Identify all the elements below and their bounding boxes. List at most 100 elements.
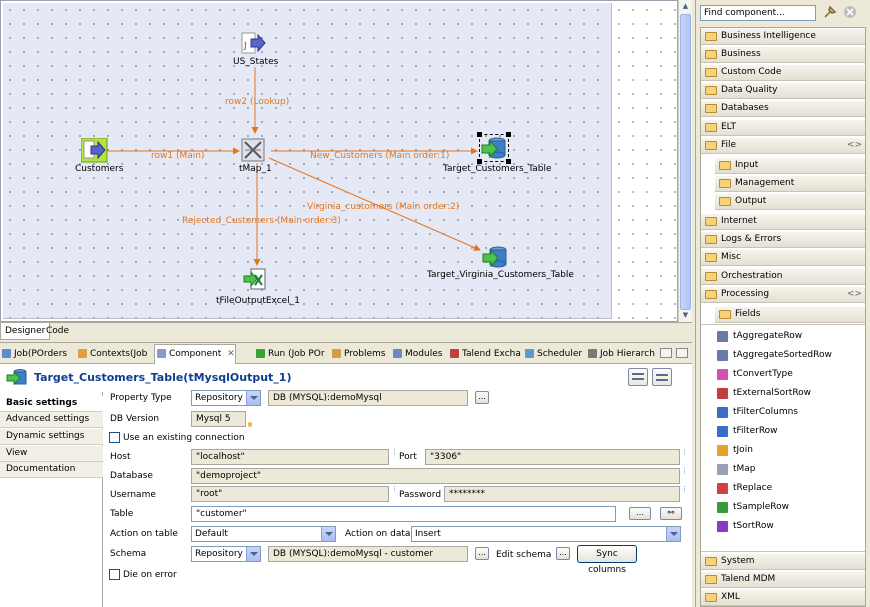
component-taggregatesortedrow[interactable]: tAggregateSortedRow: [717, 346, 832, 365]
nav-advanced-settings[interactable]: Advanced settings: [0, 412, 103, 428]
selection-handle[interactable]: [477, 132, 482, 137]
port-field[interactable]: "3306": [425, 449, 680, 465]
palette-category-orchestration[interactable]: Orchestration: [701, 269, 865, 285]
palette-subcategory-fields[interactable]: Fields: [715, 307, 865, 323]
table-field[interactable]: "customer": [191, 506, 616, 522]
palette-tree: Business Intelligence Business Custom Co…: [700, 27, 866, 607]
designer-vertical-scrollbar[interactable]: ▲ ▼: [678, 0, 692, 322]
palette-category-data-quality[interactable]: Data Quality: [701, 83, 865, 99]
palette-category-xml[interactable]: XML: [701, 590, 865, 606]
clear-icon[interactable]: [842, 4, 858, 20]
palette-category-system[interactable]: System: [701, 554, 865, 570]
palette-category-custom-code[interactable]: Custom Code: [701, 65, 865, 81]
link-label-row1[interactable]: row1 (Main): [151, 151, 205, 161]
palette-category-file[interactable]: File<>: [701, 138, 865, 154]
link-label-new-customers[interactable]: New_Customers (Main order:1): [310, 151, 450, 161]
selection-handle[interactable]: [506, 159, 511, 164]
schema-type-select[interactable]: Repository: [191, 546, 261, 562]
guess-table-icon[interactable]: ⚯: [660, 507, 682, 520]
host-field[interactable]: "localhost": [191, 449, 389, 465]
component-tconverttype[interactable]: tConvertType: [717, 365, 793, 384]
palette-category-business-intelligence[interactable]: Business Intelligence: [701, 29, 865, 45]
tab-modules[interactable]: Modules: [391, 345, 442, 363]
table-browse-button[interactable]: ...: [629, 507, 651, 520]
palette-category-elt[interactable]: ELT: [701, 120, 865, 136]
designer-canvas[interactable]: row2 (Lookup) row1 (Main) New_Customers …: [0, 0, 678, 322]
nav-documentation[interactable]: Documentation: [0, 462, 103, 478]
database-field[interactable]: "demoproject": [191, 468, 680, 484]
schema-browse-button[interactable]: ...: [475, 547, 489, 560]
palette-subcategory-input[interactable]: Input: [715, 158, 865, 174]
tab-problems[interactable]: Problems: [330, 345, 385, 363]
maximize-icon[interactable]: [676, 348, 688, 358]
collapse-icon[interactable]: <>: [846, 289, 862, 299]
palette-category-logs-errors[interactable]: Logs & Errors: [701, 232, 865, 248]
target-virginia-node[interactable]: [481, 244, 509, 270]
link-label-row2[interactable]: row2 (Lookup): [225, 97, 290, 107]
component-tfiltercolumns[interactable]: tFilterColumns: [717, 403, 798, 422]
palette-category-internet[interactable]: Internet: [701, 214, 865, 230]
tab-designer[interactable]: Designer: [0, 323, 51, 340]
scroll-down-icon[interactable]: ▼: [682, 311, 689, 319]
die-on-error-checkbox[interactable]: [109, 569, 120, 580]
target-customers-node[interactable]: [477, 132, 511, 164]
tab-component[interactable]: Component✕: [154, 344, 236, 365]
edit-schema-button[interactable]: ...: [556, 547, 570, 560]
tab-contexts[interactable]: Contexts(Job: [76, 345, 147, 363]
palette-category-processing[interactable]: Processing<>: [701, 287, 865, 303]
property-browse-button[interactable]: ...: [475, 391, 489, 404]
property-type-select[interactable]: Repository: [191, 390, 261, 406]
component-treplace[interactable]: tReplace: [717, 479, 772, 498]
tab-job[interactable]: Job(POrders: [0, 345, 67, 363]
customers-node[interactable]: [80, 137, 109, 164]
action-on-table-select[interactable]: Default: [191, 526, 336, 542]
category-label: Management: [735, 178, 795, 188]
sync-columns-button[interactable]: Sync columns: [577, 545, 637, 575]
selection-handle[interactable]: [477, 159, 482, 164]
tab-scheduler[interactable]: Scheduler: [523, 345, 582, 363]
component-tsamplerow[interactable]: tSampleRow: [717, 498, 789, 517]
folder-icon: [705, 123, 717, 132]
scroll-thumb[interactable]: [680, 14, 691, 310]
category-label: Output: [735, 196, 767, 206]
palette-subcategory-output[interactable]: Output: [715, 194, 865, 210]
use-existing-connection-checkbox[interactable]: [109, 432, 120, 443]
component-texternalsortrow[interactable]: tExternalSortRow: [717, 384, 811, 403]
table-view-icon[interactable]: [628, 368, 648, 386]
component-tmap[interactable]: tMap: [717, 460, 756, 479]
minimize-icon[interactable]: [660, 348, 672, 358]
tmap-node[interactable]: [241, 138, 267, 162]
collapse-icon[interactable]: <>: [846, 140, 862, 150]
nav-basic-settings[interactable]: Basic settings: [0, 396, 103, 412]
nav-dynamic-settings[interactable]: Dynamic settings: [0, 429, 103, 445]
link-virginia[interactable]: [268, 157, 481, 251]
nav-view[interactable]: View: [0, 446, 103, 462]
form-view-icon[interactable]: [652, 368, 672, 386]
selection-handle[interactable]: [506, 132, 511, 137]
target-customers-label: Target_Customers_Table: [443, 164, 552, 174]
link-label-rejected[interactable]: Rejected_Customers (Main order:3): [182, 216, 341, 226]
link-label-virginia[interactable]: Virginia_customers (Main order:2): [307, 202, 460, 212]
tab-run[interactable]: Run (Job POr: [254, 345, 325, 363]
tab-job-hierarchy[interactable]: Job Hierarch: [586, 345, 655, 363]
us-states-node[interactable]: J: [239, 31, 267, 57]
search-icon[interactable]: [822, 4, 838, 20]
palette-subcategory-management[interactable]: Management: [715, 176, 865, 192]
palette-category-business[interactable]: Business: [701, 47, 865, 63]
palette-category-misc[interactable]: Misc: [701, 250, 865, 266]
component-tsortrow[interactable]: tSortRow: [717, 517, 774, 536]
palette-category-talend-mdm[interactable]: Talend MDM: [701, 572, 865, 588]
component-taggregaterow[interactable]: tAggregateRow: [717, 327, 802, 346]
excel-output-node[interactable]: [243, 267, 271, 293]
action-on-data-select[interactable]: Insert: [411, 526, 681, 542]
close-icon[interactable]: ✕: [227, 349, 235, 359]
username-field[interactable]: "root": [191, 486, 389, 502]
find-component-input[interactable]: Find component...: [700, 5, 816, 21]
component-tfilterrow[interactable]: tFilterRow: [717, 422, 778, 441]
password-field[interactable]: ********: [444, 486, 680, 502]
palette-category-databases[interactable]: Databases: [701, 101, 865, 117]
scroll-up-icon[interactable]: ▲: [682, 2, 689, 10]
tab-code[interactable]: Code: [46, 326, 70, 336]
tab-talend-exchange[interactable]: Talend Excha: [448, 345, 521, 363]
component-tjoin[interactable]: tJoin: [717, 441, 753, 460]
